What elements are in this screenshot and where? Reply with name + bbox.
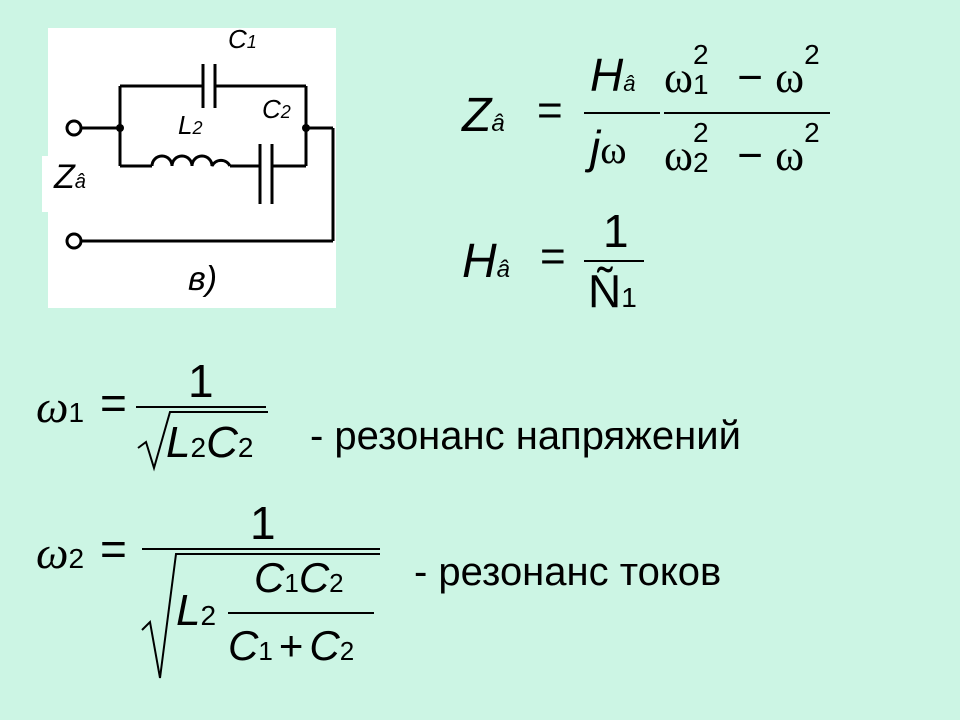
eq-w2-equals: = [100, 523, 127, 575]
c1-label: C1 [228, 24, 257, 54]
eq-z-num-h: Hâ [590, 49, 636, 101]
eq-z-frac-bar-2 [664, 112, 830, 114]
eq-z-equals: = [537, 86, 563, 135]
eq-w2-inner-den: C1+C2 [228, 622, 355, 669]
eq-z-frac-bar-1 [584, 112, 660, 114]
c2-label: C2 [262, 94, 291, 124]
eq-w1-den: L2C2 [166, 418, 254, 467]
eq-h-lhs: Hâ [462, 235, 511, 288]
eq-h-equals: = [540, 232, 566, 281]
z-input-label: Zâ [54, 158, 86, 196]
eq-w1-equals: = [100, 377, 127, 429]
circuit-schematic [65, 64, 335, 250]
eq-w2-lhs: ω2 [36, 527, 85, 578]
inductor-coil [150, 154, 232, 167]
terminal-top [65, 119, 83, 137]
junction-right [302, 124, 310, 132]
eq-h-den: Ñ1 [588, 265, 637, 317]
eq-w2-frac-bar [142, 548, 380, 550]
l2-label: L2 [178, 110, 203, 140]
z-label-box [42, 156, 88, 212]
eq-w2-inner-num: C1C2 [254, 554, 344, 601]
eq-w1-lhs: ω1 [36, 381, 85, 432]
eq-w2-remark: - резонанс токов [414, 550, 722, 594]
figure-caption: в) [188, 260, 218, 298]
eq-w1-frac-bar [136, 406, 266, 408]
eq-w2-inner-bar [228, 612, 374, 614]
circuit-diagram: C1 C2 L2 Zâ в) [42, 24, 336, 308]
terminal-bottom [65, 232, 83, 250]
eq-z-lhs: Zâ [462, 89, 505, 142]
eq-w2-radical [141, 553, 380, 679]
eq-w1-remark: - резонанс напряжений [310, 414, 741, 458]
eq-w2-l: L2 [176, 586, 217, 635]
junction-left [116, 124, 124, 132]
eq-h-frac-bar [584, 260, 644, 262]
eq-w2-num: 1 [250, 497, 276, 549]
eq-w1-num: 1 [188, 355, 214, 407]
eq-h-num: 1 [603, 205, 629, 257]
eq-z-den: jω [590, 121, 627, 173]
eq-w1-radical [137, 411, 268, 472]
